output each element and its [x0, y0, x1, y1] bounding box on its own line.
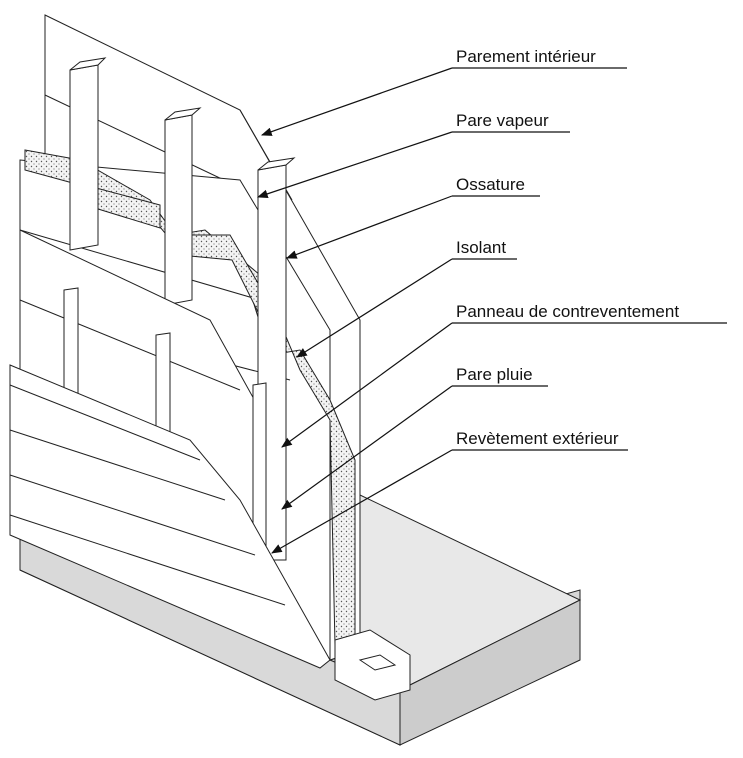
label-exterior-cladding: Revètement extérieur	[456, 429, 619, 448]
label-rain-barrier: Pare pluie	[456, 365, 533, 384]
label-framing: Ossature	[456, 175, 525, 194]
leader-lines	[256, 67, 453, 554]
label-bracing-panel: Panneau de contreventement	[456, 302, 679, 321]
label-interior-facing: Parement intérieur	[456, 47, 596, 66]
label-vapour-barrier: Pare vapeur	[456, 111, 549, 130]
framing-studs	[69, 57, 296, 561]
label-group: Parement intérieur Pare vapeur Ossature …	[452, 47, 727, 451]
exterior-cladding	[9, 364, 331, 669]
bottom-sill	[334, 629, 411, 701]
label-insulation: Isolant	[456, 238, 506, 257]
